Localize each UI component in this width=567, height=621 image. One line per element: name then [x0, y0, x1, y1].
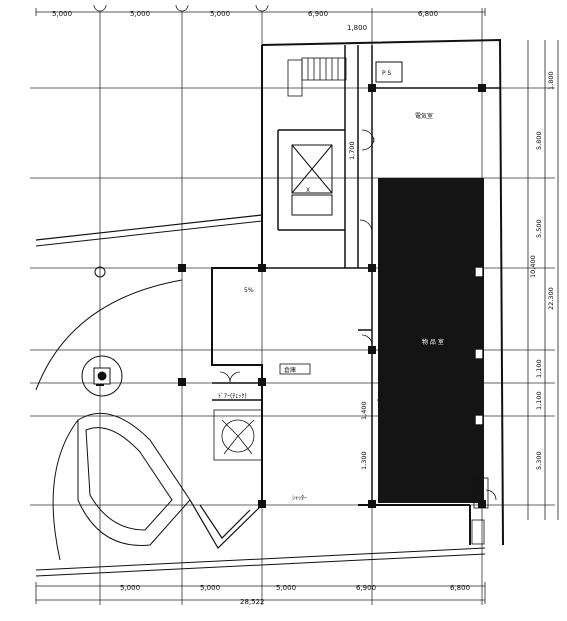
stair-top: [287, 57, 347, 97]
hall-label-box: [279, 363, 311, 375]
right-inner-dimension-1: 10,400: [529, 255, 537, 278]
hall-label: 倉庫: [284, 366, 296, 374]
bottom-dimension-5: 6,800: [450, 584, 470, 592]
right-dimension-4: 1,100: [535, 359, 543, 378]
round-column: [81, 266, 123, 397]
ps-label: P S: [382, 70, 392, 77]
bottom-dimension-3: 5,000: [276, 584, 296, 592]
elevator-shaft: [291, 144, 333, 216]
room-vertical-dimension-3: 1,700: [348, 141, 356, 160]
bottom-dimension-lines: [35, 582, 486, 604]
right-dimension-3: 5,500: [535, 219, 543, 238]
entry-wall: [189, 499, 263, 549]
door-label: ﾄﾞｱｰ(ﾁｪｯｸ): [218, 393, 247, 400]
partition-walls: [212, 45, 500, 505]
right-side-details: [471, 477, 497, 545]
ps-room: [375, 61, 403, 83]
curved-plaza: [35, 279, 191, 561]
bottom-dimension-1: 5,000: [120, 584, 140, 592]
site-boundary-bottom: [35, 547, 486, 577]
dark-room-label: 物 品 室: [422, 338, 444, 346]
door-swings: [219, 129, 390, 413]
elevator-label: X: [306, 187, 310, 194]
top-dimension-2: 5,000: [130, 10, 150, 18]
top-dimension-1: 5,000: [52, 10, 72, 18]
building-walls: [35, 38, 504, 546]
bottom-total-dimension: 28,522: [240, 598, 265, 606]
top-dimension-3: 5,000: [210, 10, 230, 18]
room-vertical-dimension-1: 1,400: [360, 401, 368, 420]
top-dimension-5: 6,800: [418, 10, 438, 18]
spiral-stair: [213, 409, 263, 461]
right-dimension-6: 5,300: [535, 451, 543, 470]
right-inner-dimension-2: 22,300: [547, 287, 555, 310]
grid-bubbles-top: [93, 4, 269, 12]
right-dimension-lines: [527, 40, 559, 520]
corridor-label: ｼｬｯﾀｰ: [292, 495, 307, 502]
top-dimension-4: 6,900: [308, 10, 328, 18]
dark-storage-room: [378, 178, 484, 503]
area-small-label: 5%: [244, 287, 254, 294]
room-vertical-dimension-2: 1,300: [360, 451, 368, 470]
right-dimension-5: 1,100: [535, 391, 543, 410]
electric-room-label: 電気室: [415, 112, 433, 120]
dark-room-columns: [475, 267, 483, 425]
right-dimension-2: 5,800: [535, 131, 543, 150]
top-small-dimension: 1,800: [347, 24, 367, 32]
top-dimension-line: [35, 8, 486, 16]
right-dimension-1: 1,800: [547, 71, 555, 90]
bottom-dimension-2: 5,000: [200, 584, 220, 592]
bottom-dimension-4: 6,900: [356, 584, 376, 592]
